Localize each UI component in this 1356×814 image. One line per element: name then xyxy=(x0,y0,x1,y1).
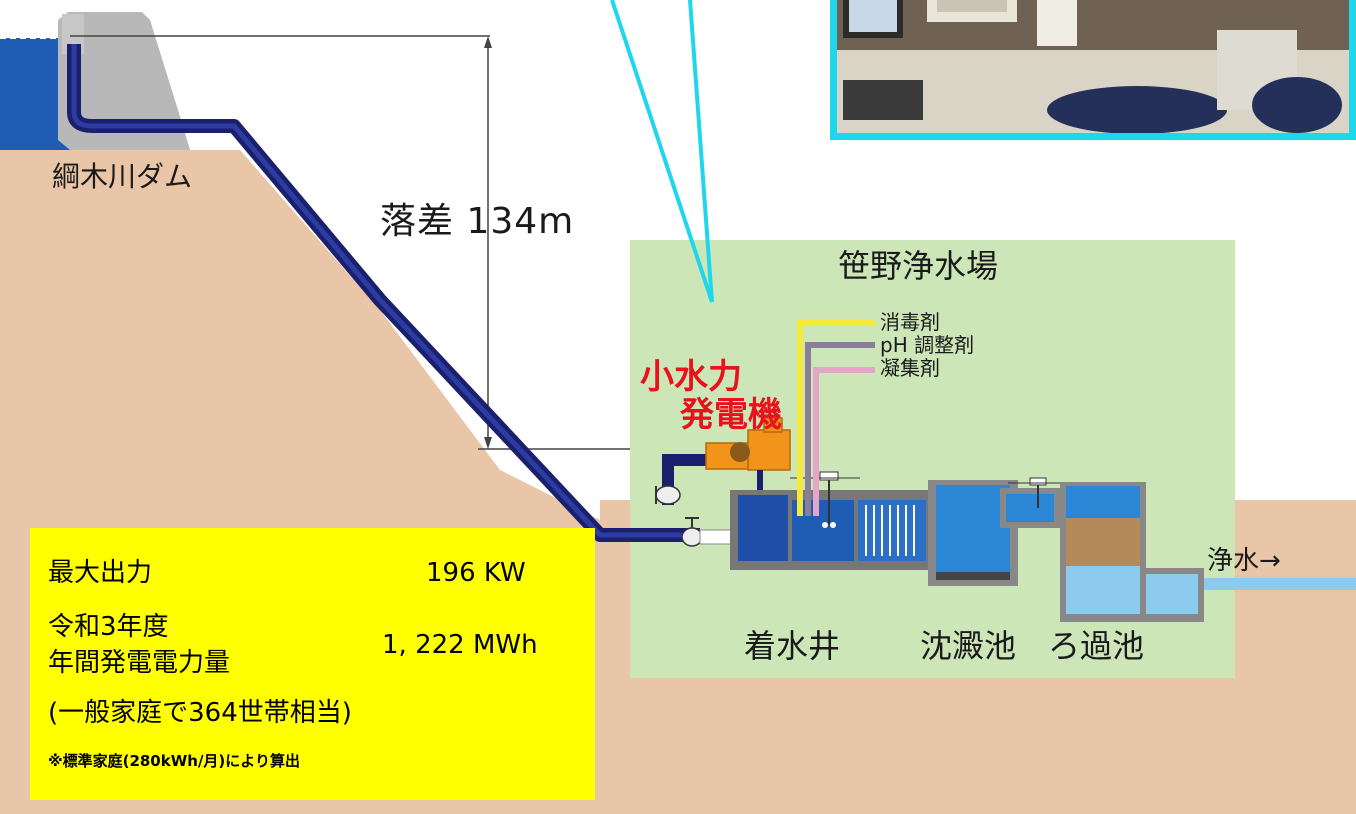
annual-label-line2: 年間発電電力量 xyxy=(48,648,231,678)
generator-label-line1: 小水力 xyxy=(640,357,742,397)
stage-label-receiving-well: 着水井 xyxy=(744,627,841,665)
dam-label: 綱木川ダム xyxy=(52,160,193,193)
generator-icon xyxy=(705,417,791,490)
generator-label: 小水力 発電機 xyxy=(640,358,782,434)
flocculation-baffles xyxy=(858,500,926,561)
chemical-label-ph: pH 調整剤 xyxy=(880,333,975,357)
stage-label-filter: ろ過池 xyxy=(1048,627,1145,665)
clear-well-water xyxy=(1146,574,1198,614)
filter-basin-water-bottom xyxy=(1066,566,1140,614)
white-pipe xyxy=(699,529,733,545)
max-output-value: 196 KW xyxy=(426,558,526,588)
info-panel: 最大出力 196 KW 令和3年度 年間発電電力量 1, 222 MWh (一般… xyxy=(30,528,595,800)
receiving-well-water-1 xyxy=(738,495,788,561)
calculation-note: ※標準家庭(280kWh/月)により算出 xyxy=(48,752,300,770)
drop-height-label: 落差 134m xyxy=(380,201,575,242)
mixing-basin-water xyxy=(1006,494,1054,522)
outlet-label: 浄水→ xyxy=(1207,546,1281,576)
generator-label-line2: 発電機 xyxy=(680,395,782,436)
drop-arrow-up xyxy=(484,36,492,48)
drop-arrow-down xyxy=(484,437,492,449)
valve-icon-2 xyxy=(681,527,703,547)
plant-title: 笹野浄水場 xyxy=(838,247,999,285)
outlet-pipe xyxy=(1204,578,1356,590)
callout-line-right xyxy=(688,0,714,303)
stage-label-sedimentation: 沈澱池 xyxy=(920,627,1017,665)
control-room-photo xyxy=(830,0,1356,140)
dam-body xyxy=(58,12,190,150)
annual-label-line1: 令和3年度 xyxy=(48,612,169,642)
filter-basin-gravel xyxy=(1066,518,1140,566)
callout-line-left xyxy=(610,0,714,303)
household-equivalent: (一般家庭で364世帯相当) xyxy=(48,698,352,728)
annual-generation-value: 1, 222 MWh xyxy=(382,630,538,660)
valve-icon xyxy=(655,485,681,505)
mixer-icon-2 xyxy=(1008,477,1066,508)
chemical-label-coagulant: 凝集剤 xyxy=(880,356,940,380)
chemical-line-coagulant xyxy=(813,367,875,516)
sedimentation-basin-sludge xyxy=(936,572,1010,580)
max-output-label: 最大出力 xyxy=(48,558,153,588)
penstock-highlight xyxy=(71,44,700,538)
chemical-line-ph xyxy=(805,342,875,516)
control-room-photo-graphic xyxy=(837,0,1349,133)
filter-basin-water-top xyxy=(1066,486,1140,518)
sedimentation-basin-water xyxy=(936,485,1010,572)
chemical-line-disinfectant xyxy=(797,319,875,516)
mixer-icon xyxy=(790,471,860,528)
chemical-label-disinfectant: 消毒剤 xyxy=(880,310,940,334)
